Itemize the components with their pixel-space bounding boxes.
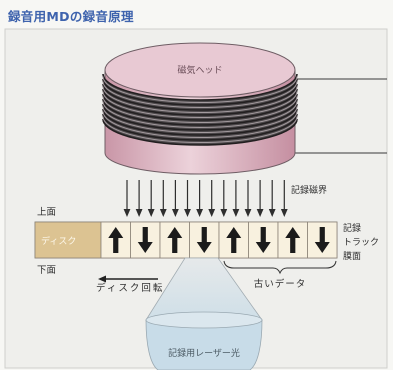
field-arrow	[280, 180, 288, 217]
field-arrow	[123, 180, 131, 217]
rotation-arrow	[98, 275, 158, 283]
coil-winding-highlight	[102, 76, 298, 103]
laser-lens-top	[145, 311, 263, 329]
recording-track-cells	[100, 221, 338, 259]
diagram-title: 録音用MDの録音原理	[8, 9, 134, 24]
rotation-arrow-head	[98, 275, 106, 283]
coil-winding	[102, 73, 298, 101]
field-arrow	[196, 180, 203, 217]
field-arrow-head	[256, 209, 264, 217]
field-arrow	[184, 180, 191, 217]
field-arrow-head	[172, 209, 179, 217]
magnetic-head: 磁気ヘッド	[102, 42, 387, 175]
magnetization-up-arrow-icon	[285, 227, 301, 253]
recording-laser: 記録用レーザー光	[145, 257, 263, 370]
top-face-label: 上面	[37, 207, 56, 218]
track-label-line-2: トラック	[343, 237, 379, 248]
track-label-line-3: 膜面	[343, 251, 361, 262]
disc-label: ディスク	[41, 235, 76, 247]
field-arrow-head	[268, 209, 276, 217]
coil-winding-highlight	[102, 111, 298, 138]
field-arrow-head	[196, 209, 203, 217]
magnetization-down-arrow-icon	[196, 227, 212, 253]
field-arrow	[268, 180, 276, 217]
track-label-line-1: 記録	[343, 222, 361, 234]
track-cell-group	[159, 221, 190, 259]
head-label: 磁気ヘッド	[177, 64, 222, 76]
field-arrow-head	[208, 209, 216, 217]
field-arrow	[256, 180, 264, 217]
magnetization-down-arrow-icon	[137, 227, 153, 253]
head-top-face	[104, 42, 296, 98]
coil-winding-highlight	[102, 116, 298, 143]
disc-label-area	[34, 221, 102, 259]
coil-winding-highlight	[102, 86, 298, 113]
track-cell-group	[277, 221, 308, 259]
disc-strip: ディスク	[34, 221, 338, 259]
field-arrow	[172, 180, 179, 217]
coil-winding	[102, 103, 298, 131]
field-arrow	[159, 180, 167, 217]
coil-winding-highlight	[102, 91, 298, 118]
field-arrow-head	[147, 209, 155, 217]
coil-winding	[102, 118, 298, 146]
field-arrow-head	[135, 209, 143, 217]
track-cell-group	[189, 221, 220, 259]
magnetization-up-arrow-icon	[167, 227, 183, 253]
track-cell-group	[130, 221, 161, 259]
coil-winding-highlight	[102, 81, 298, 108]
track-cell-group	[248, 221, 279, 259]
coil-winding	[102, 113, 298, 141]
field-arrow-head	[159, 209, 167, 217]
field-arrow	[244, 180, 252, 217]
field-arrow-head	[244, 209, 252, 217]
old-data-label: 古いデータ	[254, 278, 307, 290]
old-data-bracket	[223, 260, 337, 275]
magnetization-down-arrow-icon	[314, 227, 330, 253]
field-arrow	[232, 180, 240, 217]
rotation-label: ディスク回転	[96, 282, 164, 294]
bottom-face-label: 下面	[37, 265, 56, 276]
coil-winding	[102, 93, 298, 121]
coil-winding-highlight	[102, 101, 298, 128]
field-arrow-head	[280, 209, 288, 217]
coil-winding-highlight	[102, 106, 298, 133]
coil-winding	[102, 78, 298, 106]
field-label: 記録磁界	[291, 184, 327, 196]
field-arrow-head	[232, 209, 240, 217]
laser-lens-body	[145, 319, 263, 370]
field-arrow	[220, 180, 228, 217]
magnetization-down-arrow-icon	[255, 227, 271, 253]
coil-winding-highlight	[102, 96, 298, 123]
track-cell-group	[307, 221, 338, 259]
recording-field-arrows	[123, 180, 288, 217]
coil-winding	[102, 108, 298, 136]
field-arrow-head	[184, 209, 191, 217]
field-arrow	[135, 180, 143, 217]
field-arrow	[147, 180, 155, 217]
coil-winding	[102, 98, 298, 126]
magnetization-up-arrow-icon	[226, 227, 242, 253]
coil-winding	[102, 83, 298, 111]
field-arrow-head	[123, 209, 131, 217]
magnetization-up-arrow-icon	[108, 227, 124, 253]
laser-label: 記録用レーザー光	[168, 347, 240, 359]
coil-winding	[102, 88, 298, 116]
track-cell-group	[218, 221, 249, 259]
track-cell-group	[100, 221, 131, 259]
field-arrow	[208, 180, 216, 217]
field-arrow-head	[220, 209, 228, 217]
coil-windings	[102, 73, 298, 146]
